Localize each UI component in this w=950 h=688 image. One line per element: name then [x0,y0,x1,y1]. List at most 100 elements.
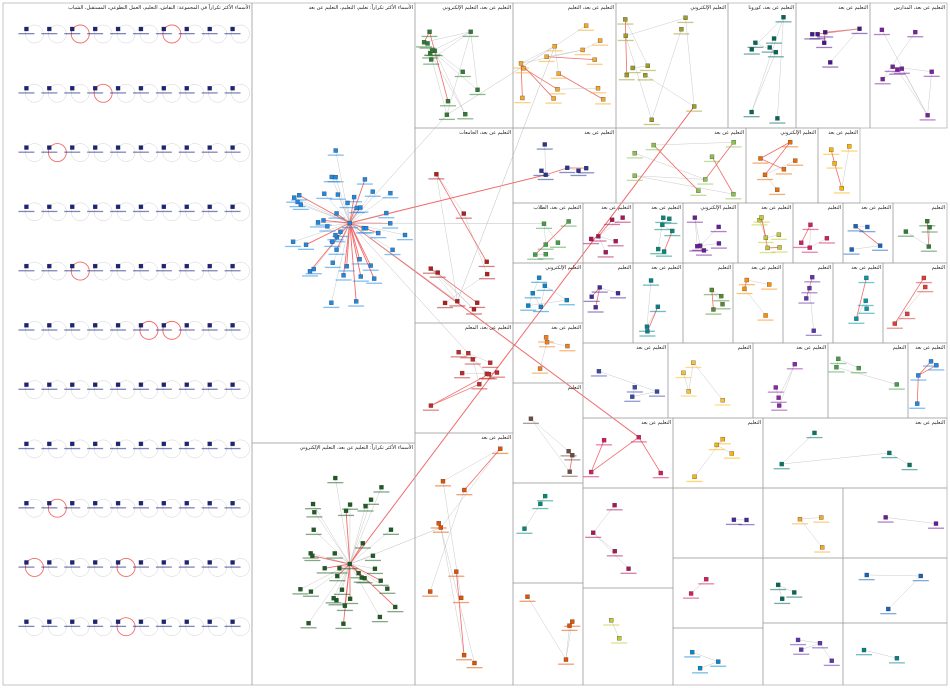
node-g25-1[interactable] [920,244,937,252]
node-g17-2[interactable] [456,652,473,661]
node-g2-36[interactable] [301,269,318,277]
node-g1-54[interactable] [110,323,127,331]
node-small-10-1[interactable] [858,572,875,581]
node-small-9-2[interactable] [786,590,803,598]
node-g1-99[interactable] [224,560,241,568]
node-g1-9[interactable] [224,26,241,35]
node-g1-103[interactable] [87,619,104,628]
node-g1-8[interactable] [201,26,218,35]
node-g6-0[interactable] [686,104,703,112]
node-g1-52[interactable] [64,323,81,331]
node-g3-4[interactable] [300,620,317,629]
node-g2-45[interactable] [348,205,365,214]
node-g22-1[interactable] [770,232,787,240]
node-g22-0[interactable] [757,235,774,244]
node-g24-0[interactable] [843,247,860,255]
node-g1-29[interactable] [224,145,241,153]
node-g3-21[interactable] [325,596,342,604]
node-g26-0[interactable] [532,366,549,374]
node-g36-2[interactable] [767,385,784,393]
node-g1-1[interactable] [41,26,58,35]
node-g1-63[interactable] [87,382,104,390]
node-g1-4[interactable] [110,26,127,35]
node-g9-5[interactable] [923,69,940,78]
node-g26-3[interactable] [538,335,555,343]
node-g17-9[interactable] [422,589,439,597]
node-g14-7[interactable] [464,357,481,365]
node-g22-4[interactable] [759,245,776,254]
node-g2-17[interactable] [289,199,306,208]
node-g7-1[interactable] [767,49,784,58]
node-g3-23[interactable] [372,578,389,586]
node-g2-1[interactable] [348,299,365,307]
node-g1-100[interactable] [18,619,35,628]
node-g6-5[interactable] [637,73,654,81]
node-g1-10[interactable] [18,86,35,94]
node-g29-3[interactable] [705,307,722,315]
node-g5-4[interactable] [550,71,567,79]
node-g1-7[interactable] [178,26,195,35]
node-g26-2[interactable] [559,343,576,352]
node-small-9-1[interactable] [774,596,791,605]
node-g2-42[interactable] [291,193,308,201]
node-g3-33[interactable] [342,502,359,510]
node-g11-4[interactable] [775,167,792,175]
node-g42-0[interactable] [773,461,790,470]
node-g1-95[interactable] [132,560,149,568]
node-g41-2[interactable] [686,474,703,483]
node-g14-5[interactable] [488,370,505,378]
node-g2-11[interactable] [298,242,315,250]
node-g3-9[interactable] [306,510,323,518]
node-g7-5[interactable] [743,47,760,55]
node-g1-88[interactable] [201,501,218,509]
node-g2-16[interactable] [316,191,333,200]
node-g15-3[interactable] [578,165,595,174]
node-g40-3[interactable] [596,438,613,446]
node-g3-28[interactable] [331,566,348,574]
node-g14-2[interactable] [482,360,499,369]
node-g20-2[interactable] [654,222,671,231]
node-g37-1[interactable] [830,356,847,365]
node-g1-30[interactable] [18,204,35,213]
node-g26-1[interactable] [539,339,556,348]
node-g14-1[interactable] [460,350,477,359]
node-small-11-1[interactable] [823,658,840,667]
node-g1-75[interactable] [132,441,149,450]
node-small-12-1[interactable] [856,647,873,656]
node-g1-105[interactable] [132,619,149,628]
node-g2-7[interactable] [346,194,363,203]
node-g36-1[interactable] [786,361,803,370]
node-g1-21[interactable] [41,145,58,153]
node-g3-35[interactable] [379,586,396,594]
node-small-4-0[interactable] [738,517,755,526]
node-g1-92[interactable] [64,560,81,568]
node-small-11-0[interactable] [811,640,828,649]
node-g2-27[interactable] [310,220,327,228]
node-g23-2[interactable] [801,245,818,253]
node-g6-2[interactable] [617,33,634,42]
node-g19-0[interactable] [590,234,607,242]
node-g1-53[interactable] [87,323,104,331]
node-g1-57[interactable] [178,323,195,331]
node-g1-67[interactable] [178,382,195,390]
node-g32-1[interactable] [858,275,875,284]
node-g1-31[interactable] [41,204,58,213]
node-g1-41[interactable] [41,263,58,272]
node-g10-4[interactable] [645,142,662,151]
node-g40-2[interactable] [583,469,600,478]
node-g35-1[interactable] [685,360,702,369]
node-g20-5[interactable] [650,246,667,255]
node-g1-18[interactable] [201,86,218,94]
node-g5-2[interactable] [574,47,591,56]
node-small-3-1[interactable] [603,618,620,626]
node-g16-3[interactable] [537,252,554,260]
node-g14-8[interactable] [450,350,467,358]
node-g1-45[interactable] [132,263,149,272]
node-small-6-1[interactable] [692,666,709,674]
node-g35-2[interactable] [714,398,731,406]
node-g1-50[interactable] [18,323,35,331]
node-g1-37[interactable] [178,204,195,213]
node-g1-71[interactable] [41,441,58,450]
node-g2-25[interactable] [378,210,395,219]
node-g1-74[interactable] [110,441,127,450]
